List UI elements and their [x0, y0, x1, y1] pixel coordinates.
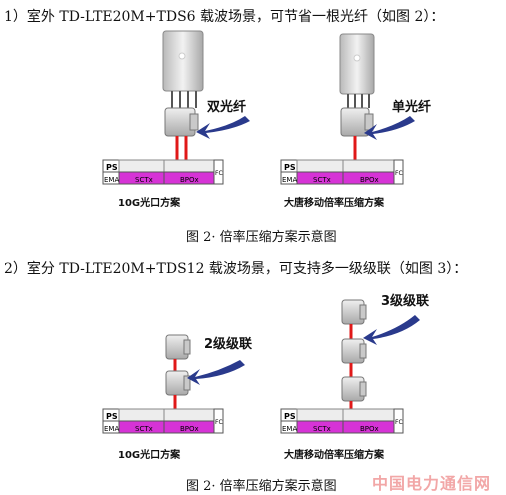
fc-label: FC	[215, 419, 223, 426]
chassis-right	[280, 159, 404, 185]
chassis-left-2	[102, 408, 224, 434]
ema-label: EMA	[282, 425, 297, 433]
fc-label: FC	[215, 170, 223, 177]
label-10g-scheme: 10G光口方案	[118, 450, 181, 461]
figure-2: PS EMA FC SCTx BPOx PS EMA FC SCTx BPOx	[102, 299, 420, 434]
arrow-left	[196, 116, 250, 139]
card-label: SCTx	[135, 425, 153, 433]
arrow-right-cascade	[363, 315, 420, 345]
figure-caption: 图 2· 倍率压缩方案示意图	[186, 479, 337, 494]
ema-label: EMA	[104, 176, 119, 184]
fc-label: FC	[395, 419, 403, 426]
card-label: SCTx	[313, 176, 331, 184]
callout-dual-fiber: 双光纤	[207, 100, 247, 115]
section2-text: 2）室分 TD-LTE20M+TDS12 载波场景，可支持多一级级联（如图 3）…	[4, 261, 468, 277]
label-datang-scheme: 大唐移动倍率压缩方案	[284, 450, 384, 461]
rru-left	[164, 107, 199, 137]
antenna-right	[339, 33, 375, 108]
figure-1: PS EMA FC SCTx BPOx PS EMA FC SCTx BPOx	[102, 30, 415, 185]
card-label: SCTx	[135, 176, 153, 184]
card-label: BPOx	[360, 176, 379, 184]
arrow-left-cascade	[187, 360, 245, 385]
callout-single-fiber: 单光纤	[392, 100, 432, 115]
card-label: SCTx	[313, 425, 331, 433]
ps-label: PS	[106, 163, 118, 172]
watermark: 中国电力通信网	[372, 474, 492, 493]
ps-label: PS	[284, 412, 296, 421]
rru-cascade-right	[341, 299, 367, 410]
chassis-left	[102, 159, 224, 185]
card-label: BPOx	[180, 176, 199, 184]
card-label: BPOx	[180, 425, 199, 433]
ema-label: EMA	[104, 425, 119, 433]
callout-2-level: 2级级联	[204, 337, 253, 352]
section1-text: 1）室外 TD-LTE20M+TDS6 载波场景，可节省一根光纤（如图 2）：	[4, 9, 445, 25]
ema-label: EMA	[282, 176, 297, 184]
label-10g-scheme: 10G光口方案	[118, 198, 181, 209]
chassis-right-2	[280, 408, 404, 434]
arrow-right	[364, 116, 415, 140]
ps-label: PS	[284, 163, 296, 172]
label-datang-scheme: 大唐移动倍率压缩方案	[284, 198, 384, 209]
callout-3-level: 3级级联	[381, 294, 430, 309]
antenna-left	[162, 30, 204, 108]
figure-caption: 图 2· 倍率压缩方案示意图	[186, 230, 337, 245]
card-label: BPOx	[360, 425, 379, 433]
rru-cascade-left	[165, 334, 191, 410]
ps-label: PS	[106, 412, 118, 421]
fc-label: FC	[395, 170, 403, 177]
